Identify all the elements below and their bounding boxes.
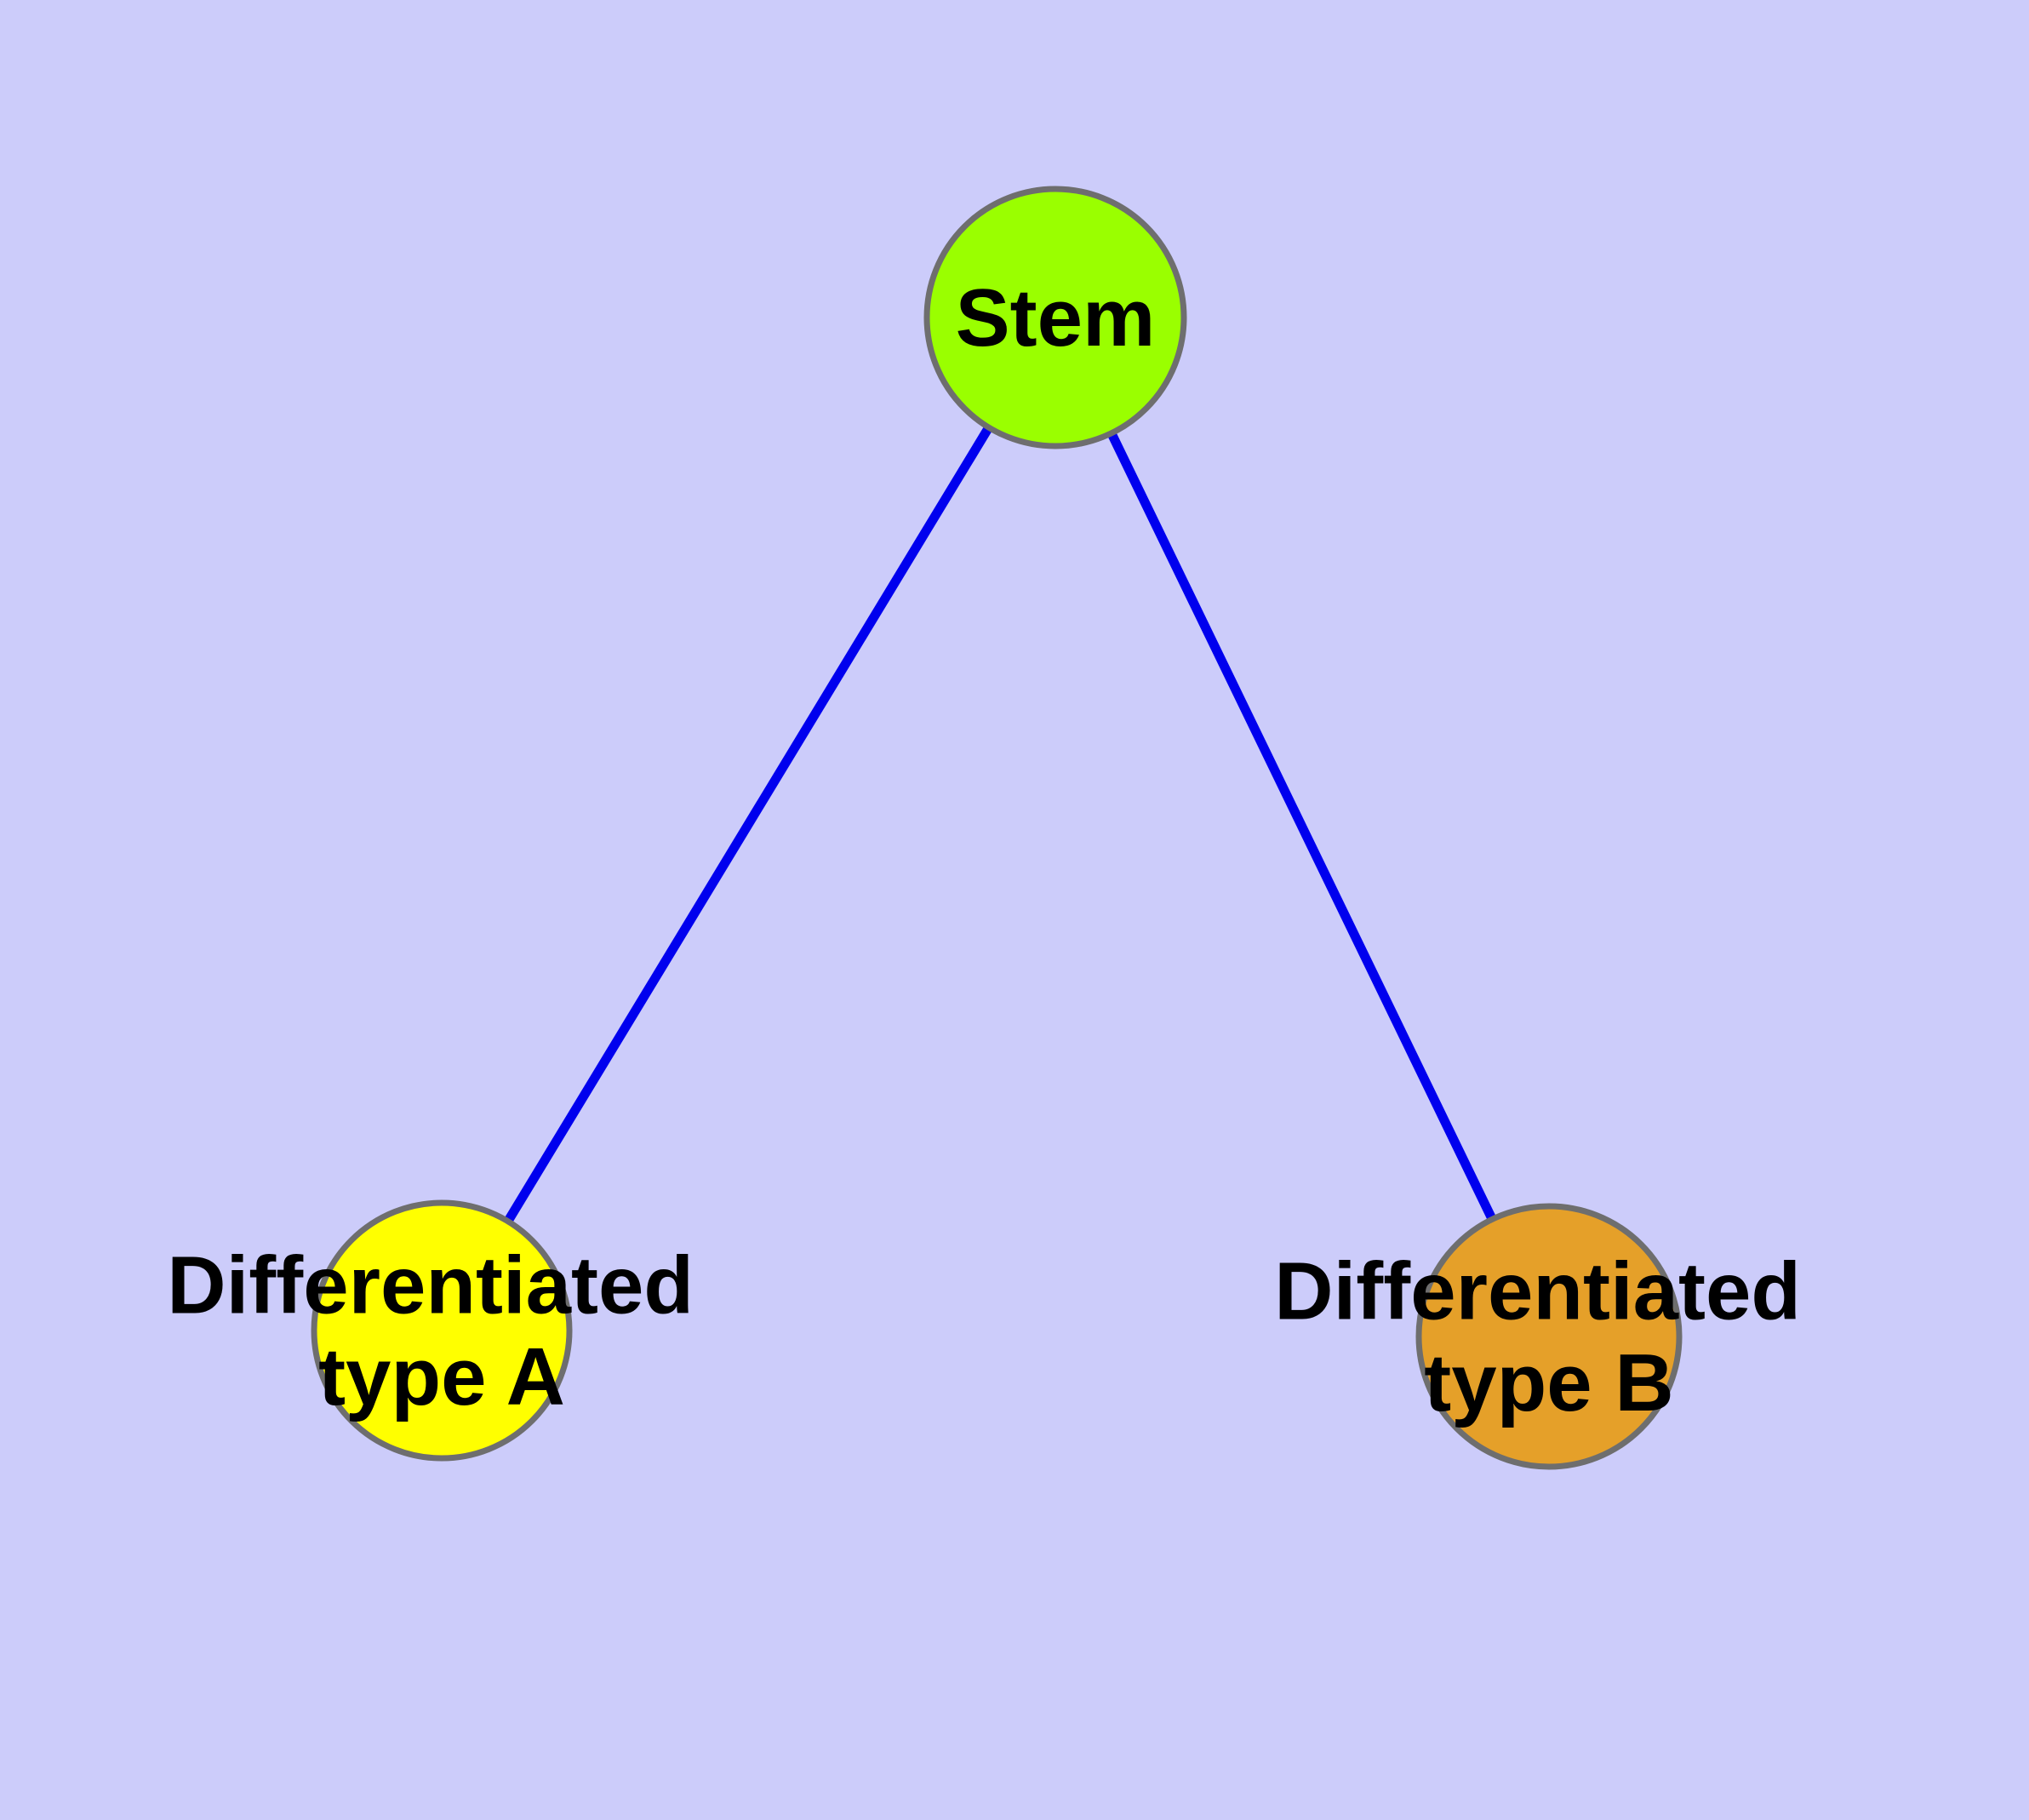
node-differentiated-type-b-circle[interactable] xyxy=(1415,1203,1683,1470)
node-differentiated-type-a-circle[interactable] xyxy=(311,1199,573,1462)
edge-stem-to-diff-a[interactable] xyxy=(437,315,1060,1333)
node-stem-label-line-1: Stem xyxy=(956,272,1156,363)
node-differentiated-type-b-label: Differentiated type B xyxy=(1274,1245,1823,1428)
node-differentiated-type-a-label-line-1: Differentiated xyxy=(167,1239,694,1331)
edge-layer xyxy=(437,315,1553,1339)
node-differentiated-type-a-label-line-2: type A xyxy=(318,1331,565,1422)
edge-stem-to-diff-b[interactable] xyxy=(1051,315,1553,1339)
node-stem-label: Stem xyxy=(956,272,1156,363)
node-differentiated-type-b[interactable] xyxy=(1415,1203,1683,1470)
node-differentiated-type-a-label: Differentiated type A xyxy=(167,1239,716,1422)
label-layer: Stem Differentiated type A Differentiate… xyxy=(167,272,1823,1428)
node-differentiated-type-b-label-line-1: Differentiated xyxy=(1274,1245,1801,1336)
node-stem[interactable] xyxy=(923,186,1187,449)
node-differentiated-type-a[interactable] xyxy=(311,1199,573,1462)
node-stem-circle[interactable] xyxy=(923,186,1187,449)
node-differentiated-type-b-label-line-2: type B xyxy=(1424,1337,1673,1428)
